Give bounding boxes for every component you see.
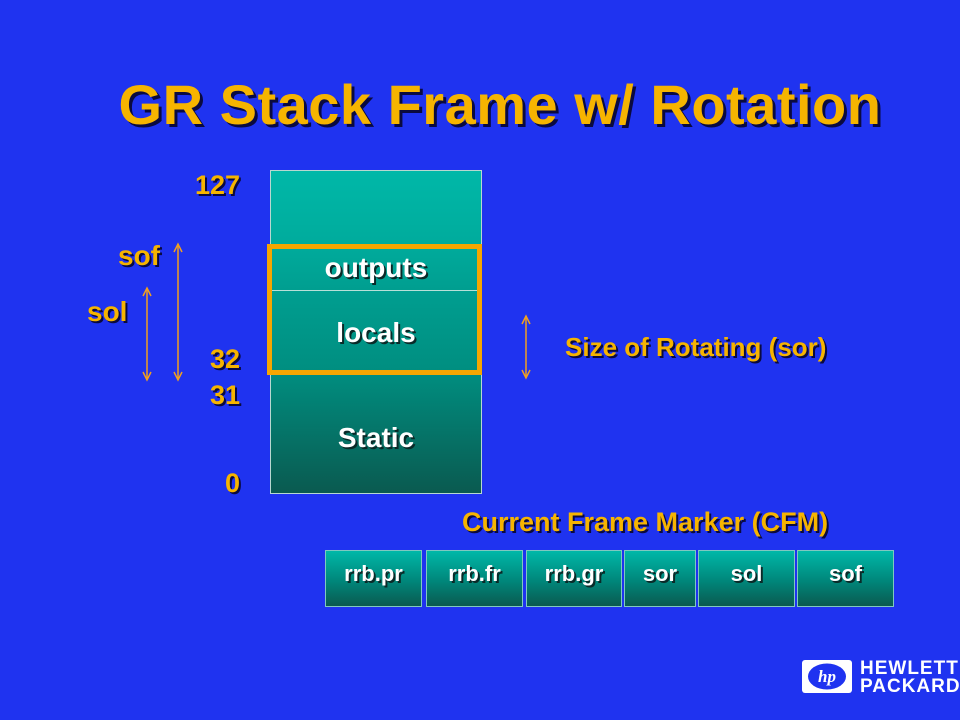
- sor-arrow-icon: [521, 314, 531, 380]
- stack-outputs-region: outputs: [270, 246, 482, 290]
- sof-label: sof: [118, 240, 160, 271]
- cfm-field-sof: sof: [797, 550, 894, 607]
- register-0-label: 0: [224, 468, 240, 498]
- cfm-field-rrb-pr: rrb.pr: [325, 550, 422, 607]
- cfm-field-sol: sol: [698, 550, 795, 607]
- hp-logo-icon: hp: [802, 660, 852, 693]
- sol-arrow-icon: [142, 286, 152, 382]
- logo-text-packard: PACKARD: [860, 676, 960, 697]
- sol-label: sol: [87, 296, 128, 327]
- rotating-frame-highlight: [267, 244, 482, 375]
- cfm-field-rrb-fr: rrb.fr: [426, 550, 523, 607]
- stack-upper-region: [270, 170, 482, 246]
- sor-caption: Size of Rotating (sor): [565, 332, 827, 362]
- sof-arrow-icon: [173, 242, 183, 382]
- stack-locals-region: locals: [270, 290, 482, 372]
- outputs-label: outputs: [324, 252, 428, 283]
- register-31-label: 31: [209, 380, 240, 410]
- cfm-field-label: sor: [642, 561, 678, 586]
- cfm-caption: Current Frame Marker (CFM): [462, 507, 829, 537]
- logo-text-hewlett: HEWLETT: [860, 658, 959, 679]
- static-label: Static: [337, 422, 415, 453]
- slide-title: GR Stack Frame w/ Rotation: [118, 73, 882, 136]
- cfm-field-label: sol: [730, 561, 763, 586]
- register-127-label: 127: [194, 170, 240, 200]
- locals-label: locals: [336, 317, 416, 348]
- cfm-field-label: rrb.fr: [448, 561, 501, 586]
- cfm-field-label: rrb.pr: [344, 561, 403, 586]
- cfm-field-label: rrb.gr: [544, 561, 604, 586]
- cfm-field-label: sof: [829, 561, 862, 586]
- hp-logo-mark-text: hp: [818, 667, 836, 686]
- cfm-field-sor: sor: [624, 550, 696, 607]
- cfm-field-rrb-gr: rrb.gr: [526, 550, 622, 607]
- stack-static-region: Static: [270, 372, 482, 494]
- register-stack: outputs locals Static: [270, 170, 482, 494]
- hp-logo-mark: hp: [808, 663, 846, 690]
- register-32-label: 32: [209, 344, 240, 374]
